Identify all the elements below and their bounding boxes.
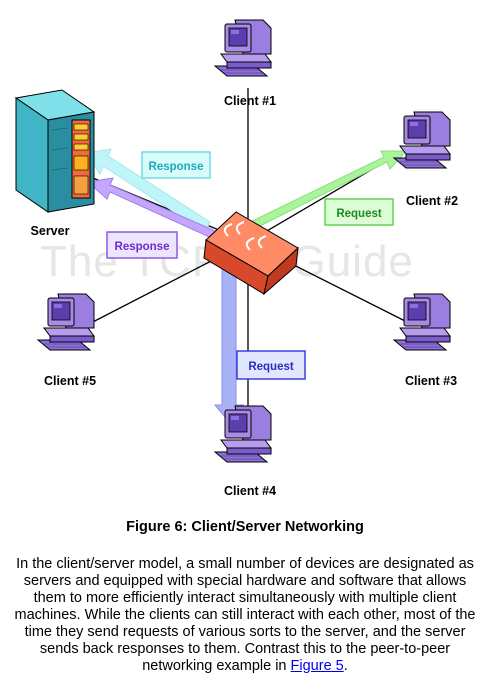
client3-computer-icon <box>393 293 451 351</box>
request-label-blue-box: Request <box>236 350 306 380</box>
request-arrow-green <box>237 150 408 236</box>
client3-label: Client #3 <box>405 374 457 388</box>
response-arrow-purple <box>86 177 221 241</box>
description-paragraph: In the client/server model, a small numb… <box>6 556 484 675</box>
response-label-cyan: Response <box>149 161 204 173</box>
client5-label: Client #5 <box>44 374 96 388</box>
client5-computer-icon <box>37 293 95 351</box>
request-label-blue: Request <box>248 361 294 373</box>
figure-caption: Figure 6: Client/Server Networking <box>126 519 364 535</box>
client4-label: Client #4 <box>224 484 276 498</box>
request-label-green-box: Request <box>324 198 394 226</box>
response-label-purple-box: Response <box>106 231 178 259</box>
client1-label: Client #1 <box>224 94 276 108</box>
server-icon <box>14 89 96 213</box>
response-label-cyan-box: Response <box>141 151 211 179</box>
client-server-diagram: The TCP/IP Guide <box>14 19 458 498</box>
response-label-purple: Response <box>115 241 170 253</box>
figure-5-link[interactable]: Figure 5 <box>290 658 344 674</box>
request-label-green: Request <box>336 208 382 220</box>
description-text: In the client/server model, a small numb… <box>14 556 476 674</box>
server-label: Server <box>31 224 70 238</box>
request-arrow-blue <box>213 261 245 423</box>
client1-computer-icon <box>214 19 272 77</box>
client2-label: Client #2 <box>406 194 458 208</box>
description-end: . <box>343 658 348 674</box>
hub-switch-icon <box>203 211 299 296</box>
client2-computer-icon <box>393 111 451 169</box>
